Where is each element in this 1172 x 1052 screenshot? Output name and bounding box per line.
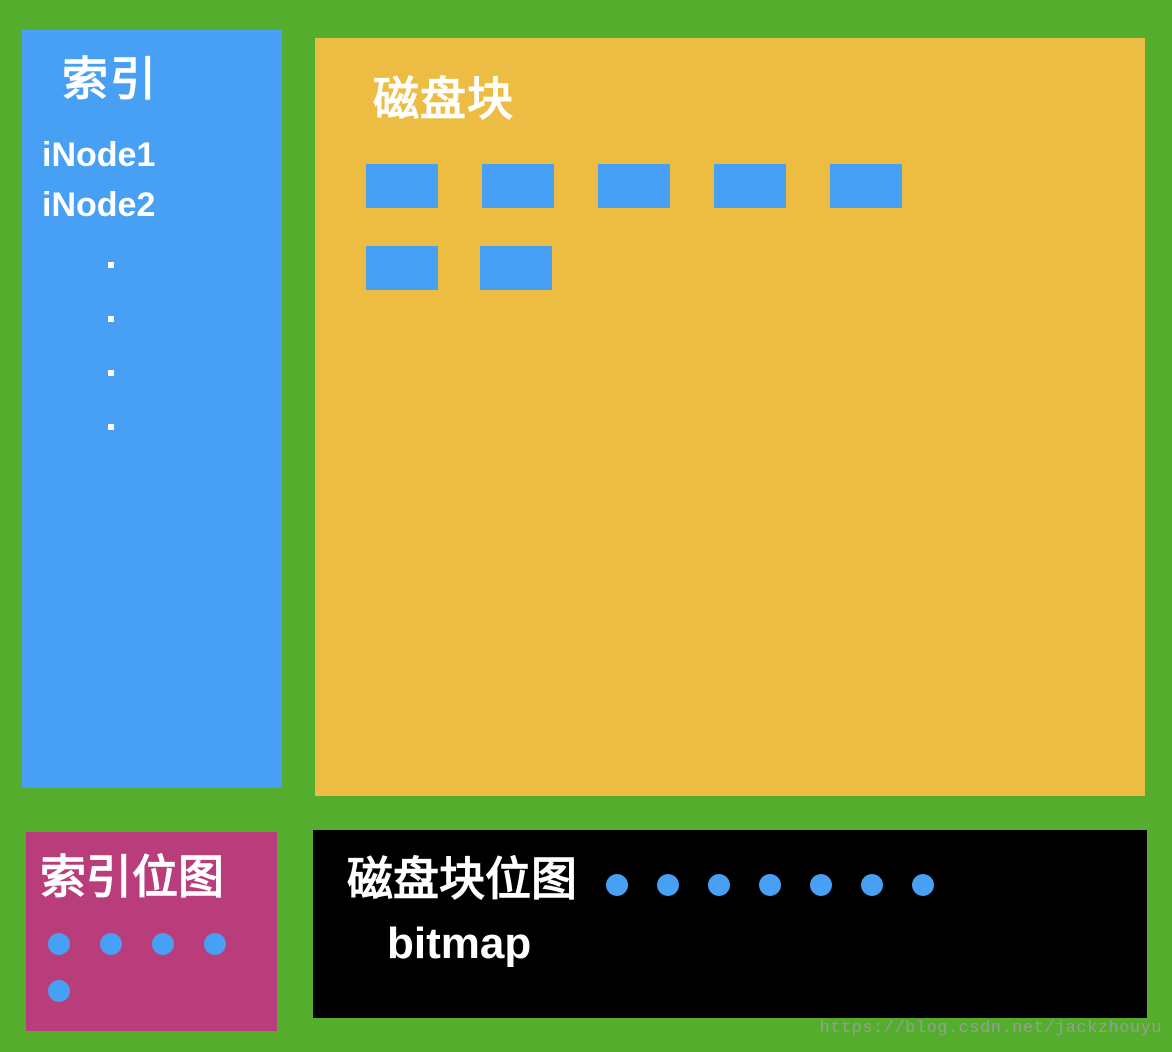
index-panel-title: 索引 [62, 53, 158, 105]
disk-block [366, 246, 438, 290]
index-ellipsis-dots [108, 262, 114, 430]
ellipsis-dot [108, 262, 114, 268]
inode1-label: iNode1 [42, 136, 156, 174]
index-bitmap-dot-row-2 [48, 980, 70, 1002]
bitmap-dot [100, 933, 122, 955]
disk-block-row-1 [366, 164, 902, 208]
index-bitmap-title: 索引位图 [40, 851, 224, 903]
bitmap-dot [152, 933, 174, 955]
bitmap-dot [48, 980, 70, 1002]
index-panel: 索引 iNode1 iNode2 [22, 30, 282, 788]
bitmap-dot [759, 874, 781, 896]
bitmap-dot [204, 933, 226, 955]
disk-bitmap-panel: 磁盘块位图 bitmap [313, 830, 1147, 1018]
disk-bitmap-dot-row [606, 874, 934, 896]
bitmap-dot [48, 933, 70, 955]
index-bitmap-dot-row-1 [48, 933, 226, 955]
disk-block [366, 164, 438, 208]
disk-block-row-2 [366, 246, 552, 290]
disk-block [480, 246, 552, 290]
disk-blocks-panel: 磁盘块 [315, 38, 1145, 796]
bitmap-dot [657, 874, 679, 896]
bitmap-dot [912, 874, 934, 896]
index-bitmap-panel: 索引位图 [26, 832, 277, 1031]
disk-blocks-title: 磁盘块 [373, 73, 514, 125]
disk-block [830, 164, 902, 208]
bitmap-dot [708, 874, 730, 896]
csdn-watermark: https://blog.csdn.net/jackzhouyu [819, 1019, 1162, 1038]
inode2-label: iNode2 [42, 186, 156, 224]
bitmap-dot [606, 874, 628, 896]
bitmap-subtitle: bitmap [387, 919, 532, 968]
disk-block [714, 164, 786, 208]
bitmap-dot [861, 874, 883, 896]
ellipsis-dot [108, 316, 114, 322]
disk-block [482, 164, 554, 208]
disk-bitmap-title: 磁盘块位图 [347, 853, 577, 905]
disk-block [598, 164, 670, 208]
bitmap-dot [810, 874, 832, 896]
ellipsis-dot [108, 424, 114, 430]
ellipsis-dot [108, 370, 114, 376]
